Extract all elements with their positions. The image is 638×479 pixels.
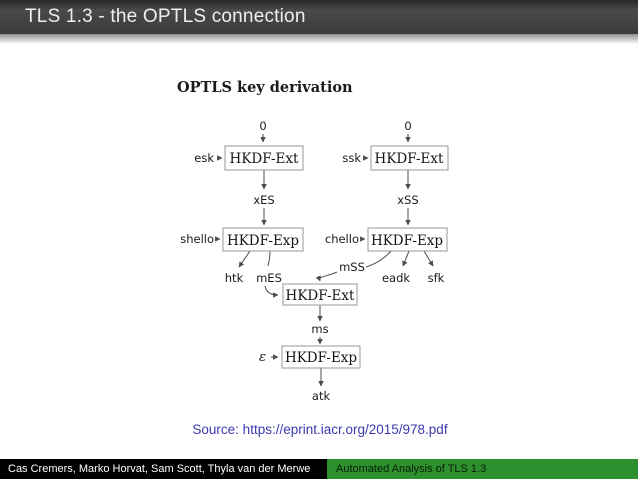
chello-label: chello	[325, 232, 359, 246]
hkdf-ext-right-label: HKDF-Ext	[375, 151, 444, 167]
mss-label: mSS	[339, 260, 365, 274]
hkdf-exp-left-box	[222, 227, 304, 252]
diagram-heading: OPTLS key derivation	[177, 79, 353, 96]
esk-label: esk	[194, 151, 214, 165]
hkdf-exp-right-box	[367, 227, 448, 252]
footer-bar: Cas Cremers, Marko Horvat, Sam Scott, Th…	[0, 459, 638, 479]
mes-label: mES	[256, 271, 282, 285]
eadk-label: eadk	[382, 271, 410, 285]
hkdf-exp-bottom-label: HKDF-Exp	[285, 350, 357, 366]
zero-right-label: 0	[404, 119, 411, 133]
slide-title-bar: TLS 1.3 - the OPTLS connection	[0, 0, 638, 34]
xss-label: xSS	[397, 193, 418, 207]
footer-presentation-title: Automated Analysis of TLS 1.3	[327, 459, 638, 479]
hkdf-ext-mid-label: HKDF-Ext	[286, 288, 355, 304]
footer-authors: Cas Cremers, Marko Horvat, Sam Scott, Th…	[0, 459, 327, 479]
hkdf-exp-bottom-box	[281, 345, 361, 369]
xes-label: xES	[253, 193, 274, 207]
shello-label: shello	[180, 232, 214, 246]
hkdf-ext-left-label: HKDF-Ext	[230, 151, 299, 167]
htk-label: htk	[225, 271, 244, 285]
diagram-arrows	[215, 134, 434, 387]
zero-left-label: 0	[259, 119, 266, 133]
hkdf-exp-right-label: HKDF-Exp	[371, 233, 443, 249]
source-link[interactable]: Source: https://eprint.iacr.org/2015/978…	[192, 422, 448, 437]
hkdf-ext-right-box	[370, 145, 449, 171]
hkdf-ext-mid-box	[282, 283, 358, 306]
hkdf-exp-left-label: HKDF-Exp	[227, 233, 299, 249]
hkdf-ext-left-box	[224, 145, 304, 171]
sfk-label: sfk	[428, 271, 445, 285]
epsilon-label: ε	[259, 350, 266, 365]
ms-label: ms	[311, 322, 328, 336]
titlebar-shadow	[0, 34, 638, 44]
optls-key-derivation-diagram: OPTLS key derivation	[177, 79, 449, 403]
atk-label: atk	[312, 389, 331, 403]
ssk-label: ssk	[342, 151, 361, 165]
slide-title: TLS 1.3 - the OPTLS connection	[25, 6, 306, 27]
